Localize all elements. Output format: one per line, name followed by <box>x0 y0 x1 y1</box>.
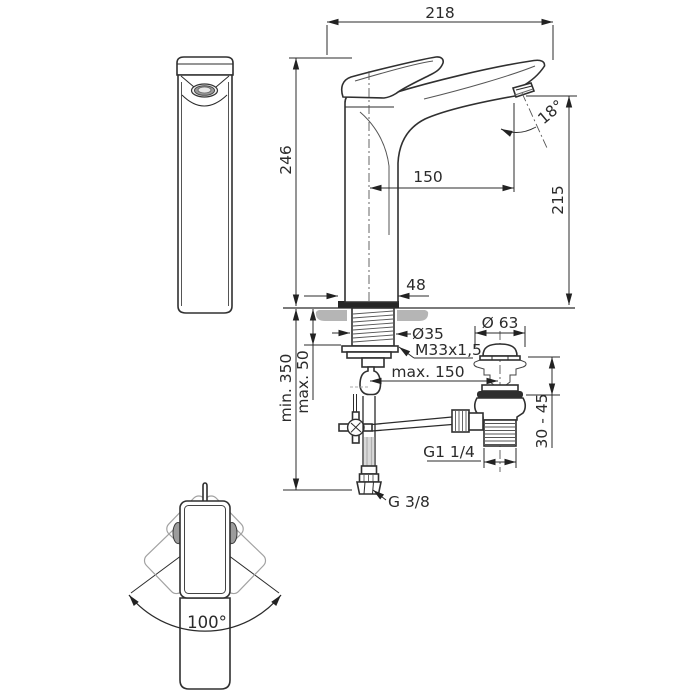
rod-distance-label: max. 150 <box>391 363 464 381</box>
shank-washer <box>341 345 399 353</box>
front-spout-cap <box>176 56 234 76</box>
basin-range-label: 30 - 45 <box>533 394 551 449</box>
waste-flare-right <box>505 359 527 386</box>
handle-top-inner <box>184 505 226 594</box>
stream-axis <box>521 92 548 149</box>
mounting-nut <box>346 351 392 359</box>
waste-rod <box>371 416 453 426</box>
waste-flare-left <box>473 359 495 386</box>
pop-up-waste <box>468 331 527 472</box>
min-clearance-label: min. 350 <box>277 354 295 423</box>
waste-gasket <box>477 391 523 398</box>
shank-diameter-label: Ø35 <box>412 325 444 343</box>
waste-thread-label: G1 1/4 <box>423 443 475 461</box>
body-height-label: 246 <box>277 145 295 175</box>
dimensions: 218 246 215 150 18° 48 Ø35 M33x1,5 max. … <box>277 4 577 511</box>
handle-top-view <box>179 500 231 599</box>
waste-flange <box>481 384 519 392</box>
front-view-faucet <box>176 56 234 314</box>
base-depth-label: 48 <box>406 276 426 294</box>
hose-braid <box>364 437 375 466</box>
under-deck-assembly <box>338 307 470 495</box>
shank-threads <box>352 310 394 343</box>
waste-rod-boss <box>468 412 484 431</box>
waste-body <box>473 397 527 421</box>
swivel-arc <box>128 594 282 632</box>
rod-knurled-nut <box>451 409 470 433</box>
waste-cap-brim <box>479 355 521 361</box>
top-view-swivel: 100° <box>128 482 282 690</box>
hose-hex-nut <box>356 481 382 495</box>
leader-shank-thread <box>398 346 415 359</box>
angle-arc <box>500 126 537 137</box>
spout-tip-top <box>202 482 208 504</box>
side-view-faucet <box>338 56 546 308</box>
handle-lever <box>340 56 444 99</box>
swivel-angle-label: 100° <box>187 613 227 632</box>
hose-ribbed-section <box>358 473 380 483</box>
waste-cap-dome <box>482 343 518 357</box>
outlet-angle-label: 18° <box>534 96 567 127</box>
waste-outlet <box>483 419 517 447</box>
outlet-threads <box>485 423 515 445</box>
overall-width-label: 218 <box>425 4 455 22</box>
front-body <box>177 74 233 314</box>
outlet-height-label: 215 <box>549 185 567 215</box>
waste-cap-label: Ø 63 <box>482 314 519 332</box>
front-aerator-core <box>197 86 212 94</box>
rod-guide <box>361 357 385 368</box>
hose-thread-label: G 3/8 <box>388 493 430 511</box>
deck-cut-left <box>315 310 347 321</box>
mounting-deck <box>283 307 575 321</box>
body-top-view <box>179 597 231 690</box>
shank-thread-label: M33x1,5 <box>415 341 482 359</box>
leader-hose-thread <box>372 489 387 501</box>
spout-reach-label: 150 <box>413 168 443 186</box>
deck-cut-right <box>397 310 429 321</box>
hose-collar <box>360 465 378 475</box>
max-deck-label: max. 50 <box>294 350 312 413</box>
base-gasket <box>338 301 399 308</box>
